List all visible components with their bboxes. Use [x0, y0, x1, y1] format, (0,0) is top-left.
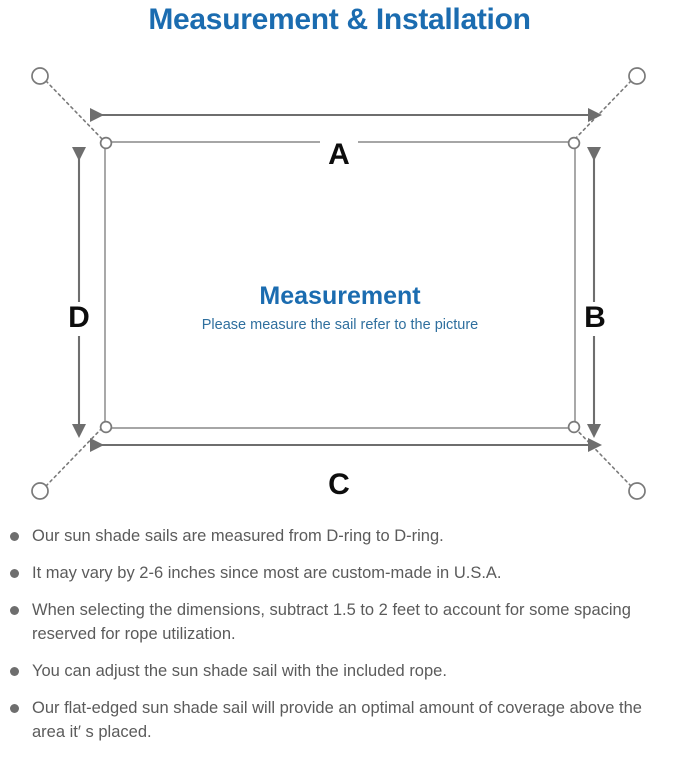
anchor-ring-bottom-left [31, 482, 49, 500]
bullet-icon [10, 704, 19, 713]
d-rings [99, 136, 581, 434]
list-item: Our sun shade sails are measured from D-… [0, 524, 679, 548]
d-ring-bottom-left [99, 420, 113, 434]
center-heading: Measurement [259, 282, 421, 310]
rope-top-left [45, 80, 105, 142]
list-item: You can adjust the sun shade sail with t… [0, 659, 679, 683]
dimension-label-d: D [62, 302, 96, 336]
dimension-label-a: A [320, 139, 358, 173]
dimension-label-b: B [578, 302, 612, 336]
d-ring-top-right [567, 136, 581, 150]
bullet-icon [10, 606, 19, 615]
anchor-ring-top-right [628, 67, 646, 85]
page-title: Measurement & Installation [148, 3, 531, 36]
list-item: It may vary by 2-6 inches since most are… [0, 561, 679, 585]
rope-lines [45, 80, 632, 487]
diagram-svg [31, 67, 646, 500]
d-ring-bottom-right [567, 420, 581, 434]
d-ring-top-left [99, 136, 113, 150]
rope-bottom-right [572, 425, 632, 487]
anchor-ring-bottom-right [628, 482, 646, 500]
notes-list: Our sun shade sails are measured from D-… [0, 524, 679, 757]
bullet-icon [10, 532, 19, 541]
anchor-ring-top-left [31, 67, 49, 85]
list-item: When selecting the dimensions, subtract … [0, 598, 679, 646]
rope-top-right [572, 80, 632, 142]
bullet-icon [10, 667, 19, 676]
anchor-rings [31, 67, 646, 500]
note-text: Our sun shade sails are measured from D-… [32, 527, 444, 545]
dimension-arrows [72, 108, 602, 452]
rope-bottom-left [45, 425, 105, 487]
center-subtitle: Please measure the sail refer to the pic… [201, 317, 479, 333]
dimension-label-c: C [320, 469, 358, 503]
list-item: Our flat-edged sun shade sail will provi… [0, 696, 679, 744]
bullet-icon [10, 569, 19, 578]
note-text: Our flat-edged sun shade sail will provi… [32, 699, 642, 741]
note-text: You can adjust the sun shade sail with t… [32, 662, 447, 680]
measurement-diagram: A B C D Measurement Please measure the s… [0, 44, 679, 514]
note-text: When selecting the dimensions, subtract … [32, 601, 631, 643]
sail-center-caption: Measurement Please measure the sail refe… [120, 280, 560, 336]
note-text: It may vary by 2-6 inches since most are… [32, 564, 502, 582]
